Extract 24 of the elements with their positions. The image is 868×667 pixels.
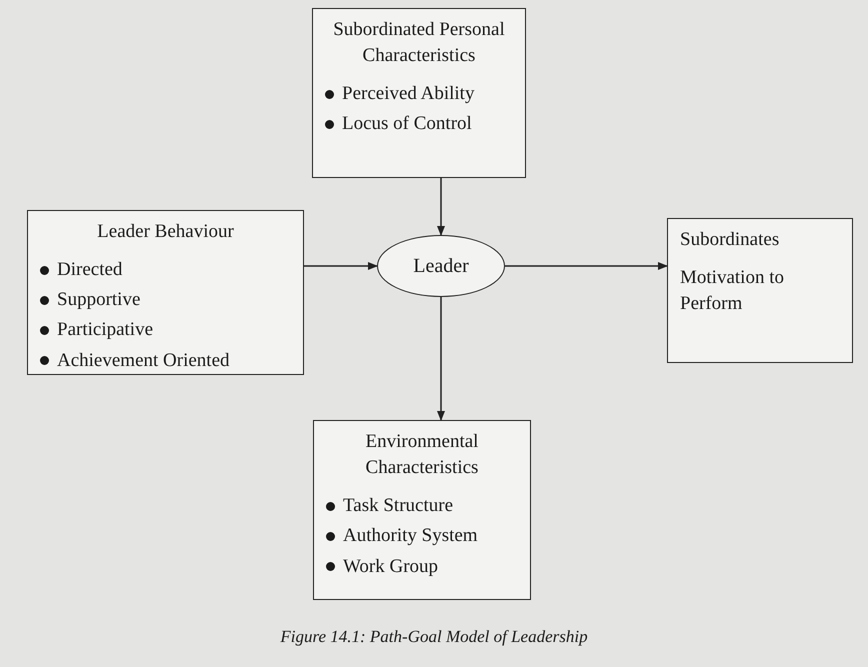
arrow bbox=[304, 262, 378, 270]
bullet-text: Supportive bbox=[57, 288, 140, 312]
bullet-text: Authority System bbox=[343, 524, 478, 548]
bullet-text: Achievement Oriented bbox=[57, 348, 230, 372]
bullet-text: Locus of Control bbox=[342, 112, 472, 136]
figure-caption: Figure 14.1: Path-Goal Model of Leadership bbox=[280, 626, 588, 648]
box-heading: Subordinates bbox=[680, 228, 780, 252]
arrow bbox=[505, 262, 668, 270]
bullet-text: Directed bbox=[57, 258, 122, 282]
text-box bbox=[667, 218, 853, 363]
bullet-text: Perceived Ability bbox=[342, 82, 474, 106]
box-heading: Leader Behaviour bbox=[96, 220, 235, 244]
bullet-text: Work Group bbox=[343, 554, 438, 578]
box-heading: Subordinated Personal Characteristics bbox=[332, 18, 506, 68]
box-heading: Environmental Characteristics bbox=[364, 430, 480, 480]
bullet-text: Participative bbox=[57, 318, 154, 342]
text-box bbox=[313, 420, 531, 600]
node-label: Leader bbox=[413, 254, 469, 278]
bullet-text: Task Structure bbox=[343, 494, 454, 518]
box-text: Motivation to Perform bbox=[680, 266, 785, 316]
arrow bbox=[437, 297, 445, 421]
arrow bbox=[437, 178, 445, 236]
text-box bbox=[27, 210, 304, 375]
text-box bbox=[312, 8, 526, 178]
